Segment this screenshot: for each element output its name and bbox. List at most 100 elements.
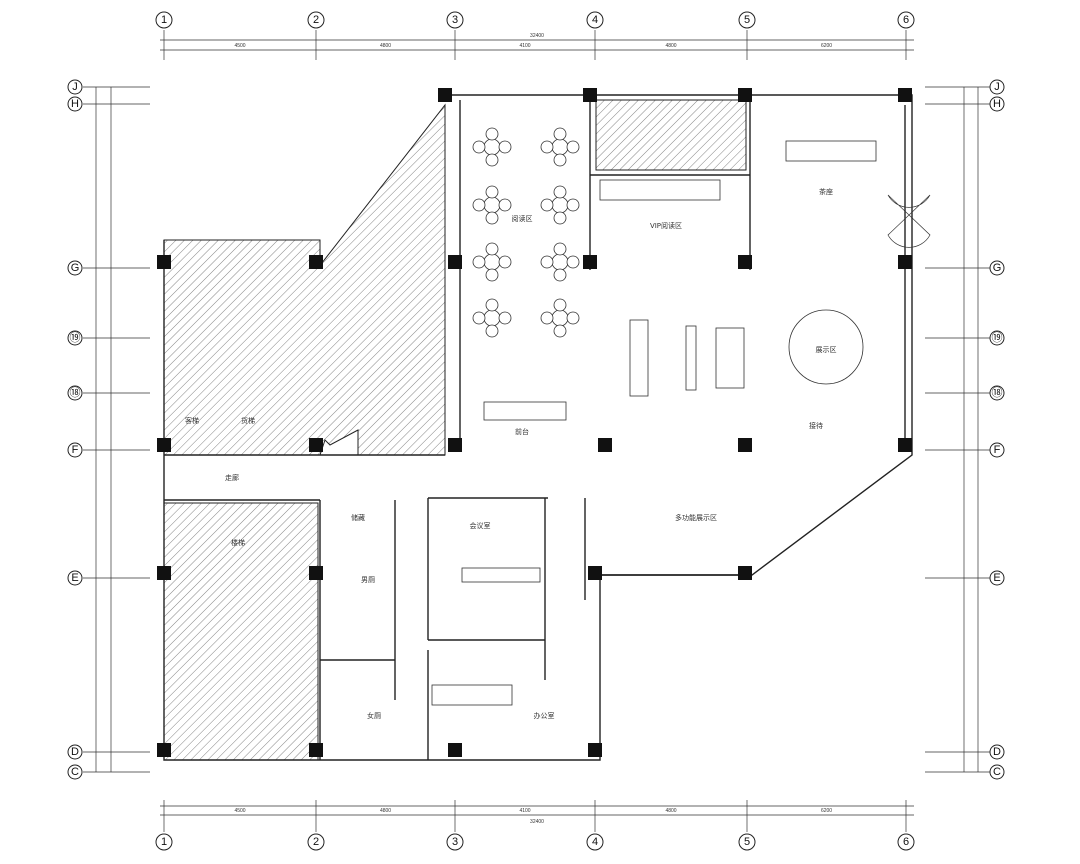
grid-bubble-col-4-bottom	[586, 833, 604, 851]
column-10	[157, 438, 171, 452]
reading-table-5	[540, 242, 580, 282]
column-11	[309, 438, 323, 452]
display-stand-1	[629, 319, 649, 397]
grid-bubble-col-3-top	[446, 11, 464, 29]
column-14	[738, 438, 752, 452]
display-stand-3	[715, 327, 745, 389]
reading-table-7	[540, 298, 580, 338]
grid-label-row-5-right: F	[994, 444, 1001, 456]
column-22	[448, 743, 462, 757]
grid-label-row-3-right: ⑲	[992, 331, 1003, 344]
grid-label-row-1-right: H	[993, 98, 1001, 110]
grid-bubble-col-6-bottom	[897, 833, 915, 851]
dimension-left	[95, 87, 112, 772]
building-walls	[163, 94, 913, 761]
dim-span-3-top: 4800	[665, 43, 676, 49]
label-meeting: 会议室	[470, 521, 491, 530]
grid-bubble-col-2-bottom	[307, 833, 325, 851]
column-16	[157, 566, 171, 580]
reading-table-6	[472, 298, 512, 338]
east-stair-hatched	[595, 99, 747, 171]
grid-label-row-6-right: E	[993, 572, 1000, 584]
grid-label-col-4-bottom: 4	[592, 836, 598, 848]
label-lounge: 茶座	[819, 187, 833, 196]
reading-tables	[472, 127, 580, 338]
grid-bubble-row-2-left	[67, 260, 83, 276]
grid-bubble-row-3-left	[67, 330, 83, 346]
grid-label-row-1-left: H	[71, 98, 79, 110]
grid-label-row-2-left: G	[71, 262, 80, 274]
grid-label-col-5-top: 5	[744, 14, 750, 26]
grid-bubble-row-6-left	[67, 570, 83, 586]
grid-bubble-row-8-left	[67, 764, 83, 780]
label-reception: 接待	[809, 421, 823, 430]
grid-bubble-col-1-bottom	[155, 833, 173, 851]
label-toilet-f: 女厕	[367, 711, 381, 720]
dim-total-top: 32400	[530, 33, 544, 39]
column-5	[309, 255, 323, 269]
dim-span-0-bottom: 4500	[234, 808, 245, 814]
column-18	[588, 566, 602, 580]
column-20	[157, 743, 171, 757]
column-12	[448, 438, 462, 452]
grid-label-col-3-top: 3	[452, 14, 458, 26]
grid-bubble-row-4-left	[67, 385, 83, 401]
grid-label-row-8-right: C	[993, 766, 1001, 778]
grid-bubble-col-4-top	[586, 11, 604, 29]
grid-label-row-7-right: D	[993, 746, 1001, 758]
column-7	[583, 255, 597, 269]
grid-label-col-6-top: 6	[903, 14, 909, 26]
grid-bubble-row-1-left	[67, 96, 83, 112]
grid-label-row-0-left: J	[72, 81, 78, 93]
grid-label-row-4-right: ⑱	[992, 386, 1003, 399]
grid-label-col-1-top: 1	[161, 14, 167, 26]
grid-label-row-2-right: G	[993, 262, 1002, 274]
dim-span-3-bottom: 4800	[665, 808, 676, 814]
label-toilet-m: 男厕	[361, 576, 375, 584]
dim-span-0-top: 4500	[234, 43, 245, 49]
dim-span-1-bottom: 4800	[380, 808, 391, 814]
column-4	[157, 255, 171, 269]
service-desk	[483, 401, 567, 421]
label-reading-hall: 阅读区	[512, 214, 533, 223]
grid-bubble-col-5-top	[738, 11, 756, 29]
sofa	[785, 140, 877, 162]
office-desk	[431, 684, 513, 706]
stair-core-hatched	[163, 103, 446, 456]
dim-span-1-top: 4800	[380, 43, 391, 49]
label-corridor: 走廊	[225, 473, 239, 482]
reading-table-4	[472, 242, 512, 282]
column-21	[309, 743, 323, 757]
room-labels: 阅读区 VIP阅读区 茶座 展示区 前台 接待 多功能展示区 走廊 客梯 货梯 …	[185, 187, 837, 720]
dim-span-4-bottom: 6200	[821, 808, 832, 814]
column-23	[588, 743, 602, 757]
column-6	[448, 255, 462, 269]
dim-span-2-top: 4100	[519, 43, 530, 49]
grid-bubble-col-3-bottom	[446, 833, 464, 851]
grid-label-row-4-left: ⑱	[70, 386, 81, 399]
label-elevator-b: 货梯	[241, 416, 255, 425]
column-13	[598, 438, 612, 452]
dimension-right	[963, 87, 979, 772]
column-0	[438, 88, 452, 102]
grid-label-row-8-left: C	[71, 766, 79, 778]
grid-label-row-6-left: E	[71, 572, 78, 584]
grid-label-row-3-left: ⑲	[70, 331, 81, 344]
furniture	[431, 140, 931, 706]
vip-sofa	[599, 179, 721, 201]
column-2	[738, 88, 752, 102]
grid-label-col-6-bottom: 6	[903, 836, 909, 848]
grid-label-col-1-bottom: 1	[161, 836, 167, 848]
grid-label-col-5-bottom: 5	[744, 836, 750, 848]
column-17	[309, 566, 323, 580]
grid-label-row-5-left: F	[72, 444, 79, 456]
grid-bubble-col-5-bottom	[738, 833, 756, 851]
label-exhibit: 展示区	[816, 346, 837, 354]
reading-table-0	[472, 127, 512, 167]
reading-table-3	[540, 185, 580, 225]
column-9	[898, 255, 912, 269]
grid-bubble-col-2-top	[307, 11, 325, 29]
label-storage: 储藏	[351, 513, 365, 522]
